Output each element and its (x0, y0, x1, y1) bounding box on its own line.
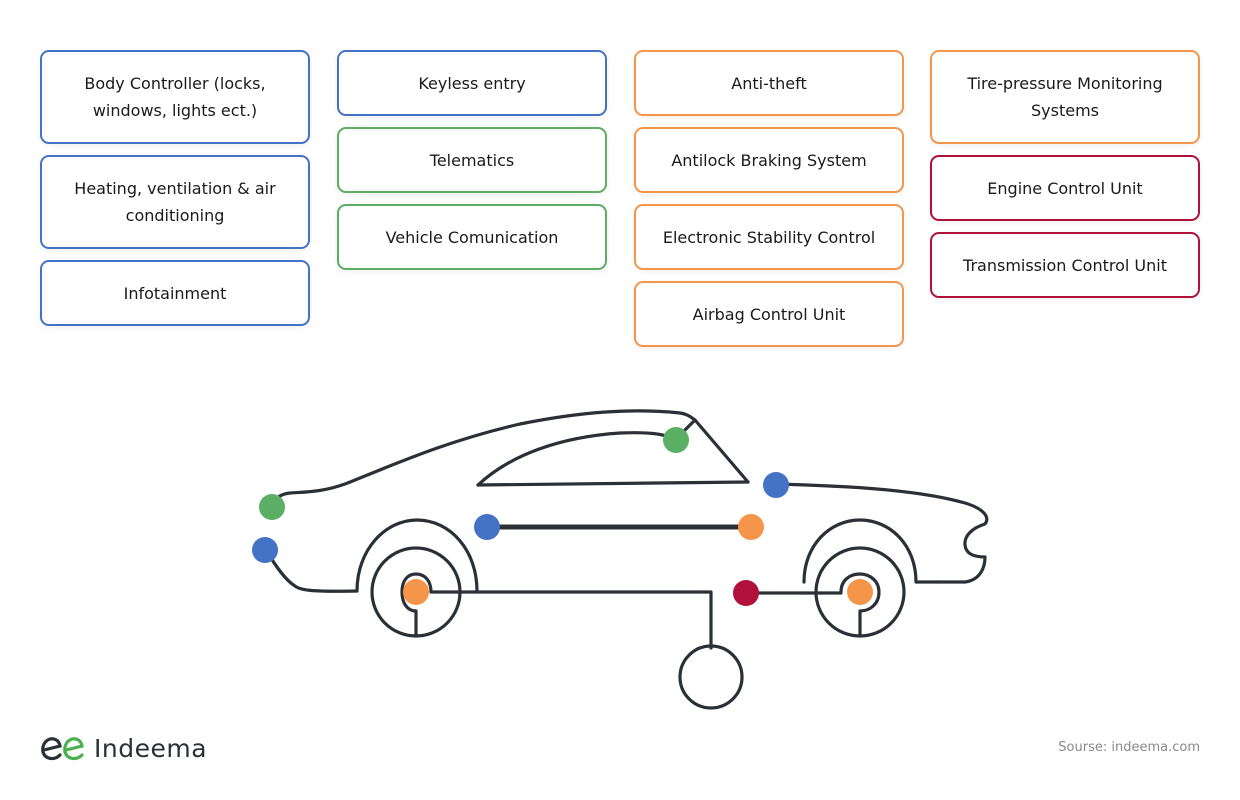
cabin-left-node (474, 514, 500, 540)
car-front-bottom (264, 548, 359, 593)
front-top-node (259, 494, 285, 520)
logo-text: Indeema (94, 734, 208, 763)
diagnostic-port (678, 644, 744, 710)
column-connectivity: Keyless entry Telematics Vehicle Comunic… (337, 50, 607, 270)
diagnostic-bus-line (475, 590, 713, 650)
rear-wheel-inner (839, 572, 881, 638)
roof-node (663, 427, 689, 453)
ecu-esc: Electronic Stability Control (634, 204, 904, 270)
car-nodes (252, 427, 873, 606)
ecu-airbag: Airbag Control Unit (634, 281, 904, 347)
front-wheel-arch (355, 518, 479, 593)
column-safety: Anti-theft Antilock Braking System Elect… (634, 50, 904, 347)
ecu-infotainment: Infotainment (40, 260, 310, 326)
logo-icon (41, 736, 84, 760)
car-rear-deck (774, 482, 989, 584)
source-credit: Sourse: indeema.com (1058, 740, 1200, 755)
rear-top-node (763, 472, 789, 498)
brand-logo[interactable]: Indeema (40, 734, 207, 763)
ecu-telematics: Telematics (337, 127, 607, 193)
ecu-keyless-entry: Keyless entry (337, 50, 607, 116)
ecu-hvac: Heating, ventilation & air conditioning (40, 155, 310, 249)
car-window-bottom (476, 480, 750, 487)
ecu-transmission-control: Transmission Control Unit (930, 232, 1200, 298)
ecu-tpms: Tire-pressure Monitoring Systems (930, 50, 1200, 144)
car-window (476, 418, 697, 487)
ecu-anti-theft: Anti-theft (634, 50, 904, 116)
rear-wheel-node (847, 579, 873, 605)
engine-node (733, 580, 759, 606)
ecu-engine-control: Engine Control Unit (930, 155, 1200, 221)
ecu-body-controller: Body Controller (locks, windows, lights … (40, 50, 310, 144)
column-comfort: Body Controller (locks, windows, lights … (40, 50, 310, 326)
front-wheel-spoke (400, 590, 418, 638)
front-wheel-inner (400, 572, 479, 594)
ecu-vehicle-communication: Vehicle Comunication (337, 204, 607, 270)
rear-wheel-arch (802, 518, 939, 584)
cabin-right-node (738, 514, 764, 540)
ecu-abs: Antilock Braking System (634, 127, 904, 193)
front-wheel-node (403, 579, 429, 605)
column-powertrain: Tire-pressure Monitoring Systems Engine … (930, 50, 1200, 298)
car-roofline (270, 409, 750, 509)
front-bottom-node (252, 537, 278, 563)
